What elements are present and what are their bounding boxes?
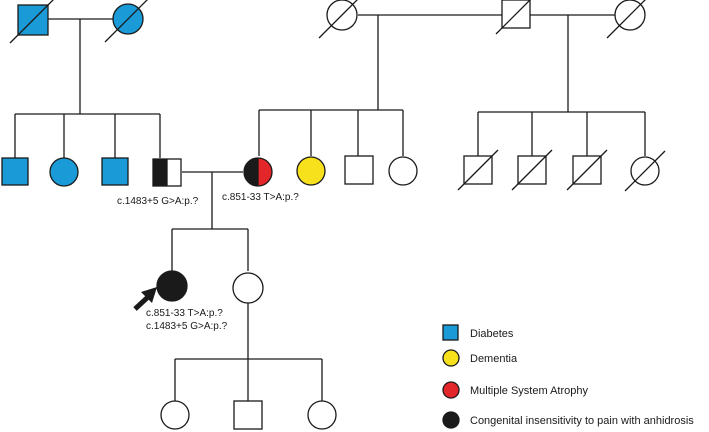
individual-female-dementia xyxy=(296,156,326,186)
individual-male xyxy=(233,400,263,430)
generation-3: c.851-33 T>A:p.? c.1483+5 G>A:p.? xyxy=(133,270,264,332)
individual-male-diabetes xyxy=(1,157,29,186)
legend-label-dementia: Dementia xyxy=(470,353,518,365)
mother-carrier-msa xyxy=(243,157,273,187)
individual-female xyxy=(307,400,337,430)
father-carrier xyxy=(152,158,182,187)
mother-variant-label: c.851-33 T>A:p.? xyxy=(222,192,299,203)
legend-label-diabetes: Diabetes xyxy=(470,328,514,340)
individual-female xyxy=(160,400,190,430)
individual-male-diabetes xyxy=(101,157,129,186)
proband-affected-cipa xyxy=(156,270,188,302)
legend-label-cipa: Congenital insensitivity to pain with an… xyxy=(470,415,694,427)
proband-arrow-icon xyxy=(133,287,157,311)
individual-female xyxy=(388,156,418,186)
generation-1 xyxy=(9,0,646,44)
proband-variant-label-1: c.851-33 T>A:p.? xyxy=(146,308,223,319)
legend-diabetes-square-icon xyxy=(442,324,459,341)
legend-dementia-circle-icon xyxy=(442,349,460,367)
generation-2: c.1483+5 G>A:p.? c.851-33 T>A:p.? xyxy=(1,149,666,207)
proband-variant-label-2: c.1483+5 G>A:p.? xyxy=(146,321,228,332)
pedigree-lines xyxy=(14,14,646,401)
legend: Diabetes Dementia Multiple System Atroph… xyxy=(442,324,694,429)
legend-cipa-circle-icon xyxy=(442,411,460,429)
individual-female-diabetes xyxy=(49,157,79,187)
generation-4 xyxy=(160,400,337,430)
individual-male xyxy=(344,155,374,185)
legend-label-msa: Multiple System Atrophy xyxy=(470,385,588,397)
individual-female xyxy=(232,272,264,304)
legend-msa-circle-icon xyxy=(442,381,460,399)
father-variant-label: c.1483+5 G>A:p.? xyxy=(117,196,199,207)
